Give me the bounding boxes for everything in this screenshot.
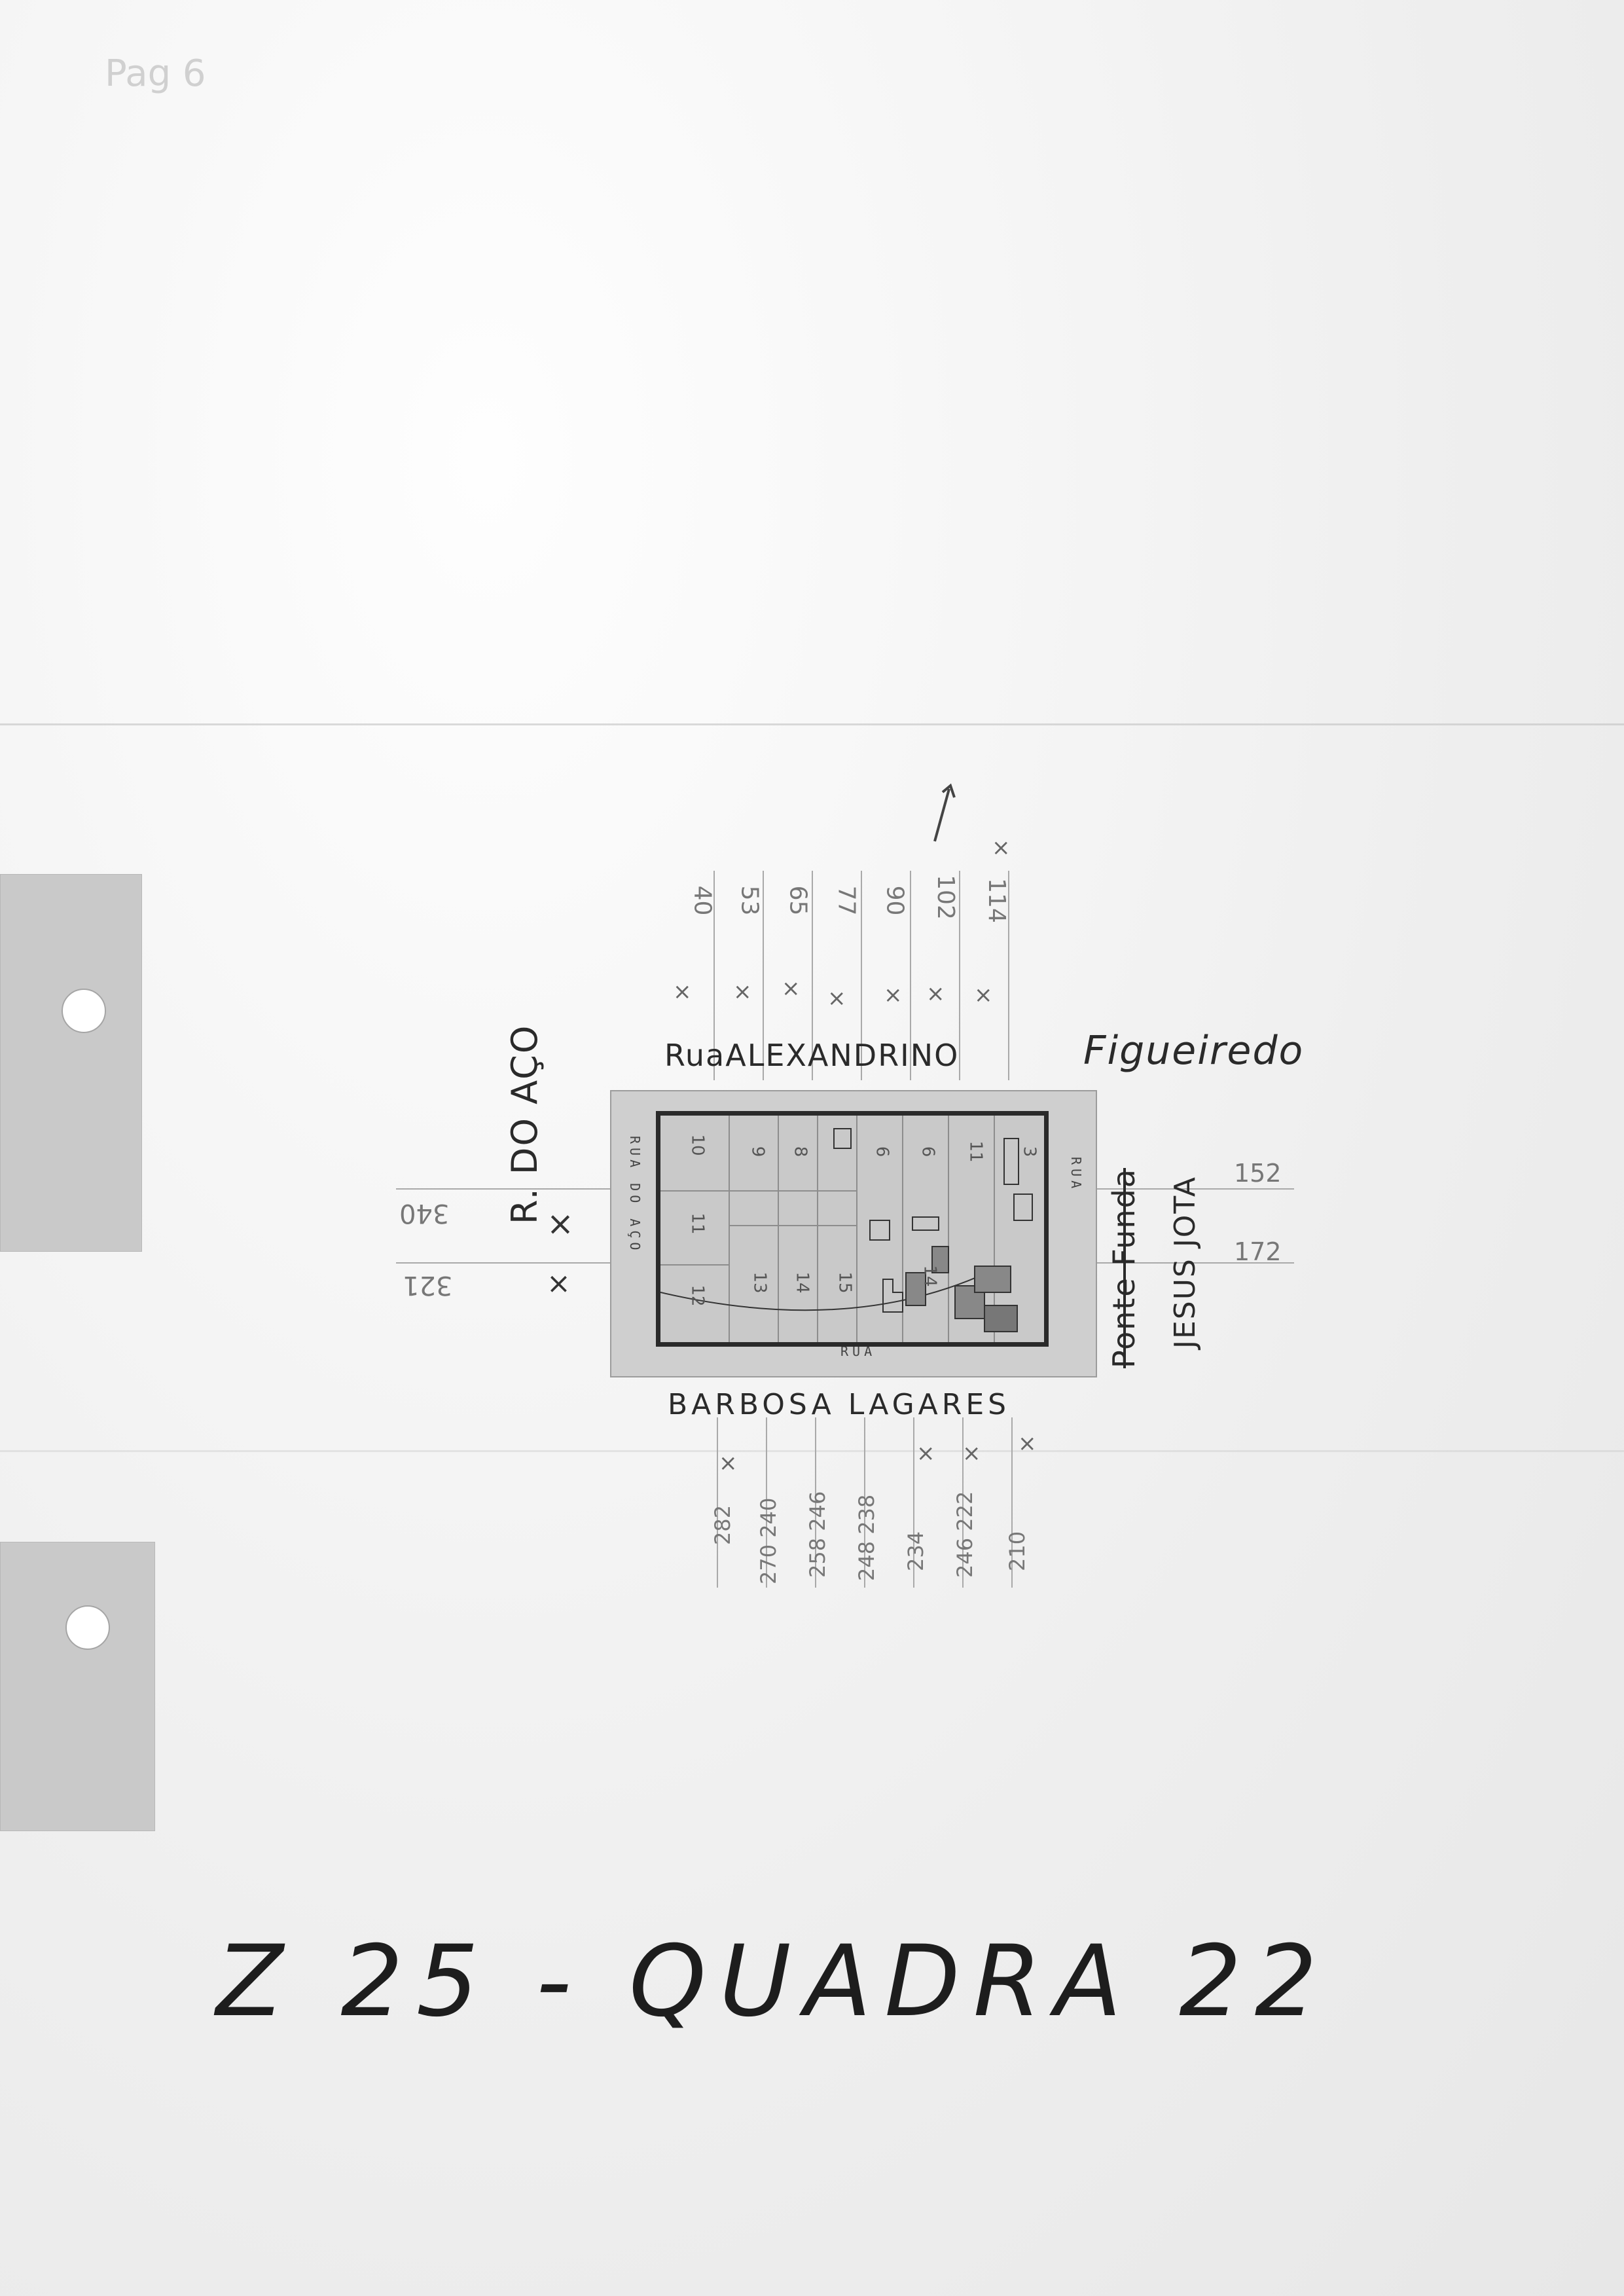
east-street-struck-label: Ponte Funda xyxy=(1106,1168,1142,1368)
survey-x-mark: × xyxy=(733,979,752,1005)
page-corner-note: Pag 6 xyxy=(105,52,206,95)
survey-x-mark: × xyxy=(974,982,993,1008)
survey-x-mark: × xyxy=(926,981,945,1007)
lot-number: 6 xyxy=(872,1146,892,1157)
survey-x-mark: × xyxy=(719,1450,738,1476)
lot-number: 10 xyxy=(687,1134,708,1156)
street-number: 172 xyxy=(1234,1237,1282,1266)
survey-x-mark: × xyxy=(547,1205,574,1243)
page-title: Z 25 - QUADRA 22 xyxy=(216,1925,1331,2039)
street-number: 102 xyxy=(931,875,959,920)
survey-grid-line xyxy=(861,871,862,1080)
plan-east-street: RUA xyxy=(1068,1157,1084,1193)
binder-tape-strip xyxy=(0,1542,155,1831)
survey-grid-line xyxy=(1011,1417,1013,1588)
street-number: 248 238 xyxy=(854,1494,879,1581)
south-street-label: BARBOSA LAGARES xyxy=(668,1388,1011,1421)
survey-grid-line xyxy=(1094,1188,1294,1190)
street-number: 210 xyxy=(1005,1531,1030,1571)
lot-number: 14 xyxy=(920,1265,940,1287)
survey-x-mark: × xyxy=(884,982,903,1008)
street-number: 114 xyxy=(983,878,1010,923)
survey-x-mark: × xyxy=(962,1440,981,1467)
survey-x-mark: × xyxy=(827,985,846,1011)
survey-grid-line xyxy=(713,871,715,1080)
lot-number: 11 xyxy=(965,1140,986,1163)
survey-x-mark: × xyxy=(782,975,801,1002)
street-number: 53 xyxy=(736,885,763,916)
street-number: 246 222 xyxy=(952,1491,977,1578)
survey-grid-line xyxy=(812,871,813,1080)
east-street-label: JESUS JOTA xyxy=(1168,1176,1202,1349)
street-number: 152 xyxy=(1234,1159,1282,1188)
street-number: 270 240 xyxy=(756,1497,781,1584)
survey-grid-line xyxy=(1008,871,1009,1080)
punch-hole xyxy=(62,989,106,1033)
quadra-block: 10 9 8 6 6 11 3 11 12 13 14 15 14 xyxy=(656,1111,1049,1347)
survey-grid-line xyxy=(717,1417,718,1588)
survey-x-mark: × xyxy=(547,1267,571,1300)
street-number: 234 xyxy=(903,1531,928,1571)
street-number: 340 xyxy=(399,1198,450,1228)
street-number: 40 xyxy=(689,885,716,916)
north-arrow-icon xyxy=(933,783,956,842)
lot-number: 6 xyxy=(918,1146,938,1157)
survey-grid-line xyxy=(1094,1262,1294,1264)
street-number: 282 xyxy=(710,1504,735,1545)
lot-lines xyxy=(660,1116,1033,1342)
survey-grid-line xyxy=(910,871,911,1080)
lot-number: 13 xyxy=(749,1271,770,1294)
survey-x-mark: × xyxy=(1018,1430,1037,1457)
survey-grid-line xyxy=(864,1417,865,1588)
lot-number: 9 xyxy=(748,1146,768,1157)
lot-number: 8 xyxy=(790,1146,810,1157)
lot-number: 12 xyxy=(687,1285,708,1307)
west-street-label: R. DO AÇO xyxy=(504,1024,545,1224)
street-number: 65 xyxy=(784,885,812,916)
lot-number: 15 xyxy=(835,1271,855,1294)
survey-grid-line xyxy=(396,1188,612,1190)
survey-x-mark: × xyxy=(916,1440,935,1467)
survey-grid-line xyxy=(396,1262,612,1264)
survey-x-mark: × xyxy=(673,979,692,1005)
plan-west-street: RUA DO AÇO xyxy=(627,1136,643,1254)
paper-fold-line xyxy=(0,723,1624,725)
lot-number: 11 xyxy=(687,1212,708,1235)
lot-number: 14 xyxy=(792,1271,812,1294)
survey-grid-line xyxy=(766,1417,767,1588)
street-number: 90 xyxy=(881,885,909,916)
block-plan: RUA DO AÇO RUA RUA xyxy=(610,1090,1097,1377)
survey-x-mark: × xyxy=(992,835,1011,861)
survey-grid-line xyxy=(763,871,764,1080)
paper-fold-line xyxy=(0,1450,1624,1452)
north-street-suffix: Figueiredo xyxy=(1083,1028,1305,1074)
street-number: 77 xyxy=(833,885,860,916)
binder-tape-strip xyxy=(0,874,142,1252)
survey-grid-line xyxy=(815,1417,816,1588)
survey-grid-line xyxy=(962,1417,964,1588)
survey-grid-line xyxy=(959,871,960,1080)
lot-number: 3 xyxy=(1019,1146,1039,1157)
street-number: 321 xyxy=(403,1270,453,1300)
north-street-label: RuaALEXANDRINO xyxy=(664,1038,960,1073)
survey-grid-line xyxy=(913,1417,914,1588)
punch-hole xyxy=(65,1605,110,1650)
street-number: 258 246 xyxy=(805,1491,830,1578)
